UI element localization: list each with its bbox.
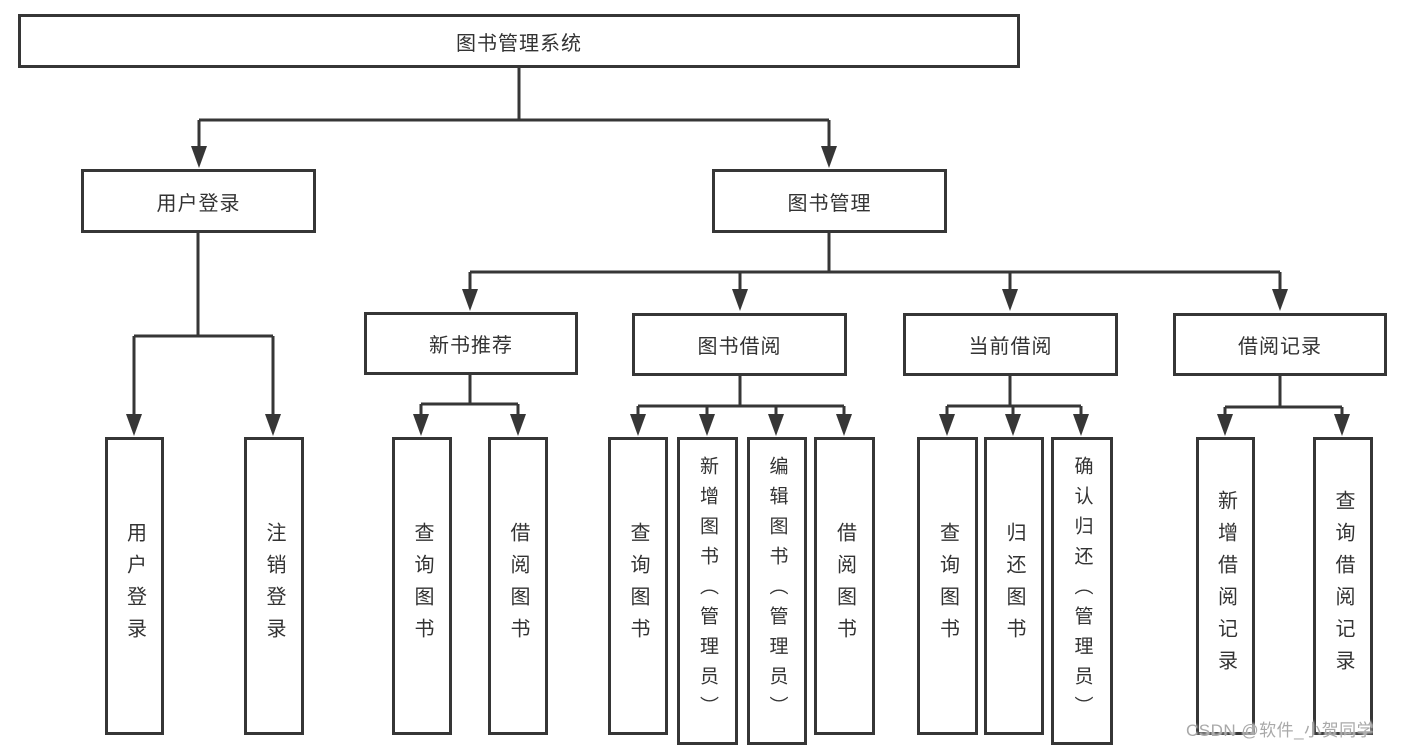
leaf-query-books-1: 查询图书 — [392, 437, 452, 735]
connector-strokes — [132, 68, 1344, 414]
arrowhead-borrowing-records — [1272, 289, 1288, 311]
node-borrowing-records-label: 借阅记录 — [1238, 336, 1322, 358]
leaf-query-borrow-record: 查询借阅记录 — [1313, 437, 1373, 735]
arrowhead-leaf-confirm-return-admin — [1073, 414, 1089, 436]
node-new-book-recommend-label: 新书推荐 — [429, 335, 513, 357]
node-borrowing-records: 借阅记录 — [1173, 313, 1387, 376]
arrowhead-leaf-edit-book-admin — [768, 414, 784, 436]
node-current-borrowing: 当前借阅 — [903, 313, 1118, 376]
arrowhead-current-borrowing — [1002, 289, 1018, 311]
connector-book-borrowing-to-leaves — [636, 376, 846, 414]
arrowhead-leaf-borrow-books-1 — [510, 414, 526, 436]
leaf-add-borrow-record-label: 新增借阅记录 — [1214, 490, 1237, 682]
leaf-query-books-1-label: 查询图书 — [411, 522, 433, 650]
connector-current-borrowing-to-leaves — [945, 376, 1083, 414]
leaf-query-borrow-record-label: 查询借阅记录 — [1332, 490, 1354, 682]
leaf-add-book-admin-label: 新增图书（管理员） — [697, 456, 718, 726]
arrowhead-leaf-query-books-2 — [630, 414, 646, 436]
leaf-add-borrow-record: 新增借阅记录 — [1196, 437, 1255, 735]
connector-arrowheads — [126, 146, 1350, 436]
leaf-user-login: 用户登录 — [105, 437, 164, 735]
leaf-return-book-label: 归还图书 — [1003, 522, 1025, 650]
csdn-watermark: CSDN @软件_小贺同学 — [1186, 721, 1375, 740]
leaf-edit-book-admin-label: 编辑图书（管理员） — [766, 456, 788, 726]
node-book-management: 图书管理 — [712, 169, 947, 233]
arrowhead-new-book-recommend — [462, 289, 478, 311]
connector-user-login-to-leaves — [132, 233, 275, 414]
node-book-borrowing: 图书借阅 — [632, 313, 847, 376]
node-current-borrowing-label: 当前借阅 — [968, 336, 1053, 358]
arrowhead-leaf-user-login — [126, 414, 142, 436]
connector-book-management-to-level3 — [468, 233, 1282, 290]
arrowhead-leaf-borrow-books-2 — [836, 414, 852, 436]
leaf-borrow-books-2-label: 借阅图书 — [833, 522, 856, 650]
node-user-login-label: 用户登录 — [156, 192, 241, 215]
arrowhead-book-management — [821, 146, 837, 168]
leaf-return-book: 归还图书 — [984, 437, 1044, 735]
connector-borrowing-records-to-leaves — [1223, 376, 1344, 414]
leaf-logout: 注销登录 — [244, 437, 304, 735]
arrowhead-leaf-add-borrow-record — [1217, 414, 1233, 436]
leaf-logout-label: 注销登录 — [263, 522, 285, 650]
leaf-add-book-admin: 新增图书（管理员） — [677, 437, 738, 745]
node-root-label: 图书管理系统 — [456, 32, 582, 55]
leaf-query-books-3: 查询图书 — [917, 437, 978, 735]
leaf-user-login-label: 用户登录 — [123, 522, 146, 650]
arrowhead-leaf-query-books-1 — [413, 414, 429, 436]
node-book-management-label: 图书管理 — [787, 192, 872, 215]
arrowhead-leaf-query-books-3 — [939, 414, 955, 436]
leaf-edit-book-admin: 编辑图书（管理员） — [747, 437, 807, 745]
leaf-query-books-2: 查询图书 — [608, 437, 668, 735]
leaf-borrow-books-2: 借阅图书 — [814, 437, 875, 735]
node-root: 图书管理系统 — [18, 14, 1020, 68]
node-book-borrowing-label: 图书借阅 — [697, 336, 782, 358]
leaf-query-books-3-label: 查询图书 — [936, 522, 959, 650]
leaf-confirm-return-admin-label: 确认归还（管理员） — [1071, 456, 1093, 726]
arrowhead-book-borrowing — [732, 289, 748, 311]
arrowhead-leaf-return-book — [1005, 414, 1021, 436]
node-user-login: 用户登录 — [81, 169, 316, 233]
leaf-query-books-2-label: 查询图书 — [627, 522, 649, 650]
arrowhead-leaf-logout — [265, 414, 281, 436]
node-new-book-recommend: 新书推荐 — [364, 312, 578, 375]
arrowhead-user-login — [191, 146, 207, 168]
arrowhead-leaf-query-borrow-record — [1334, 414, 1350, 436]
connector-root-to-level2 — [197, 68, 831, 146]
leaf-borrow-books-1: 借阅图书 — [488, 437, 548, 735]
connector-new-book-recommend-to-leaves — [419, 375, 520, 414]
leaf-borrow-books-1-label: 借阅图书 — [507, 522, 529, 650]
leaf-confirm-return-admin: 确认归还（管理员） — [1051, 437, 1113, 745]
arrowhead-leaf-add-book-admin — [699, 414, 715, 436]
